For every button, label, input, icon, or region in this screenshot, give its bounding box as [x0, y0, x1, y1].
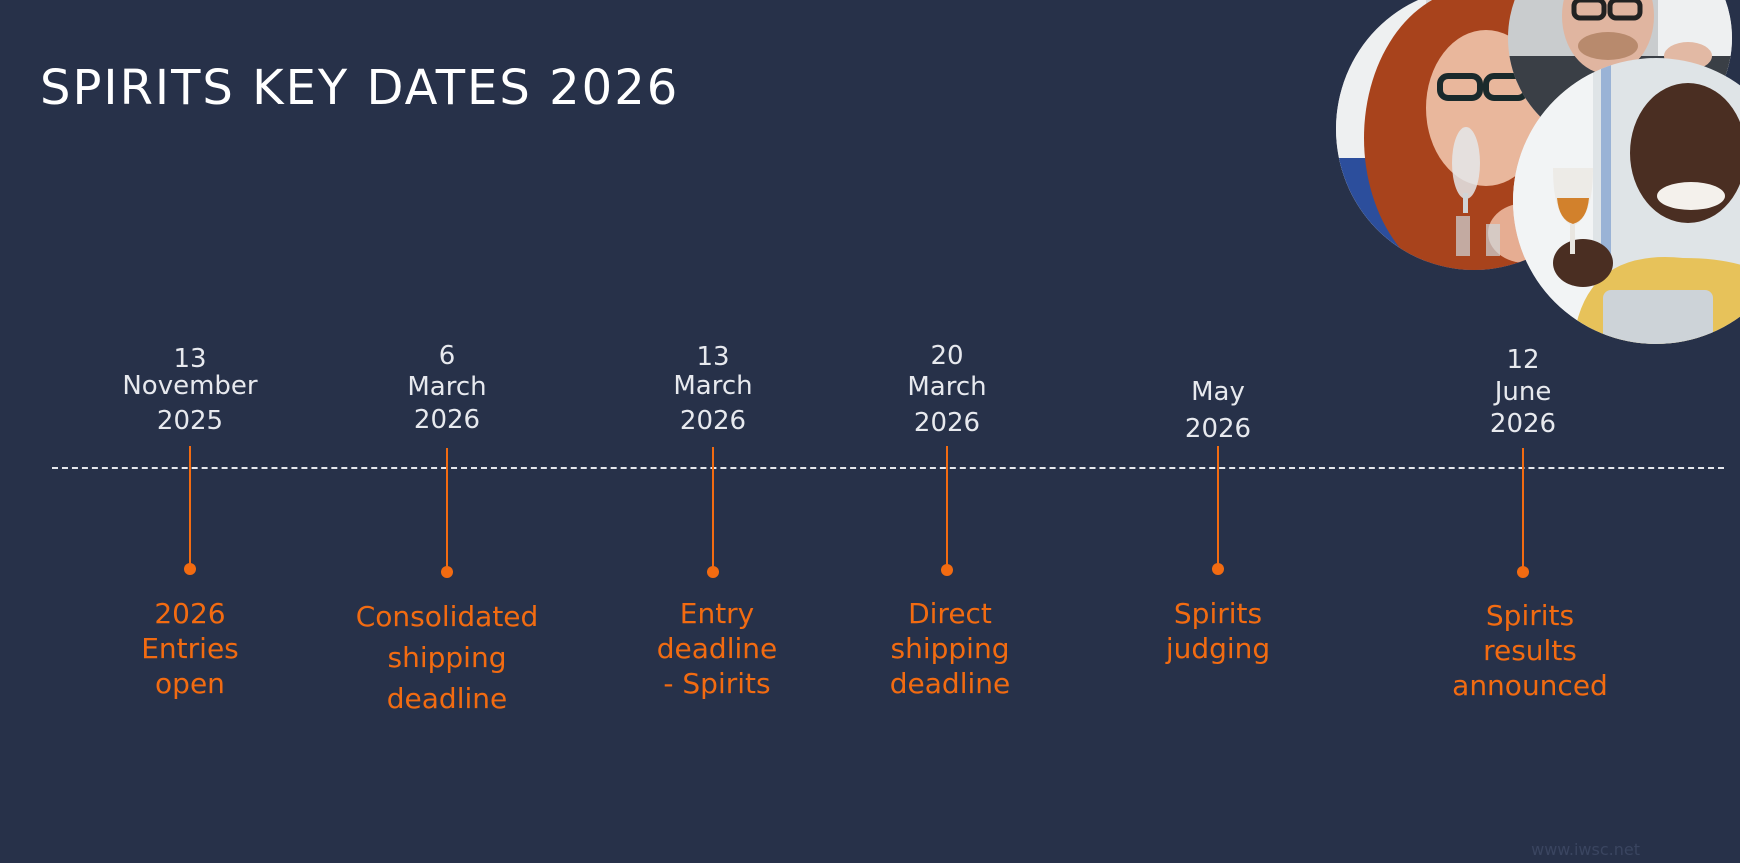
date-day: 6	[438, 341, 456, 371]
event-line: deadline	[889, 667, 1011, 700]
milestone-event: Direct shipping deadline	[840, 596, 1060, 701]
event-line: Spirits	[1485, 599, 1575, 632]
milestone-stem	[189, 446, 191, 568]
date-day: 13	[696, 342, 730, 372]
date-year: 2026	[1184, 414, 1252, 444]
event-line: Entries	[141, 632, 239, 665]
milestone-event: Entry deadline - Spirits	[607, 596, 827, 701]
milestone-event: Spirits results announced	[1420, 598, 1640, 703]
milestone-date: 13 November 2025	[80, 344, 300, 437]
date-month: June	[1494, 377, 1552, 407]
milestone-date: 13 March 2026	[603, 342, 823, 437]
date-year: 2025	[156, 406, 224, 436]
milestone-event: Spirits judging	[1108, 596, 1328, 666]
event-line: 2026	[154, 597, 226, 630]
milestone-dot	[707, 566, 719, 578]
date-month: May	[1191, 377, 1245, 407]
page-title: SPIRITS KEY DATES 2026	[40, 60, 680, 116]
event-line: judging	[1165, 632, 1271, 665]
date-year: 2026	[913, 408, 981, 438]
event-line: Consolidated	[355, 600, 539, 633]
event-line: - Spirits	[663, 667, 771, 700]
milestone-event: 2026 Entries open	[80, 596, 300, 701]
event-line: shipping	[387, 641, 507, 674]
milestone-dot	[941, 564, 953, 576]
milestone-date: 12 June 2026	[1413, 344, 1633, 440]
event-line: deadline	[656, 632, 778, 665]
milestone-date: 6 March 2026	[337, 341, 557, 436]
event-line: results	[1483, 634, 1577, 667]
date-day: 20	[930, 341, 964, 371]
milestone-dot	[184, 563, 196, 575]
milestone-stem	[446, 448, 448, 572]
milestone-stem	[946, 446, 948, 570]
milestone-stem	[1522, 448, 1524, 572]
date-day: 12	[1506, 345, 1540, 375]
milestone-dot	[441, 566, 453, 578]
date-day: 13	[173, 344, 207, 374]
date-month: March	[907, 372, 987, 402]
date-year: 2026	[1489, 409, 1557, 439]
timeline-line	[52, 467, 1724, 469]
milestone-stem	[1217, 446, 1219, 568]
event-line: deadline	[386, 682, 508, 715]
milestone-date: May 2026	[1108, 374, 1328, 448]
event-line: open	[155, 667, 225, 700]
event-line: Entry	[679, 597, 755, 630]
date-year: 2026	[679, 406, 747, 436]
date-month: November	[122, 371, 258, 401]
date-month: March	[673, 371, 753, 401]
event-line: Direct	[908, 597, 992, 630]
event-line: announced	[1452, 669, 1608, 702]
watermark: www.iwsc.net	[1531, 840, 1640, 859]
event-line: shipping	[890, 632, 1010, 665]
date-month: March	[407, 372, 487, 402]
event-line: Spirits	[1173, 597, 1263, 630]
milestone-dot	[1212, 563, 1224, 575]
milestone-stem	[712, 447, 714, 571]
milestone-event: Consolidated shipping deadline	[337, 596, 557, 719]
milestone-date: 20 March 2026	[837, 341, 1057, 439]
milestone-dot	[1517, 566, 1529, 578]
date-year: 2026	[413, 405, 481, 435]
